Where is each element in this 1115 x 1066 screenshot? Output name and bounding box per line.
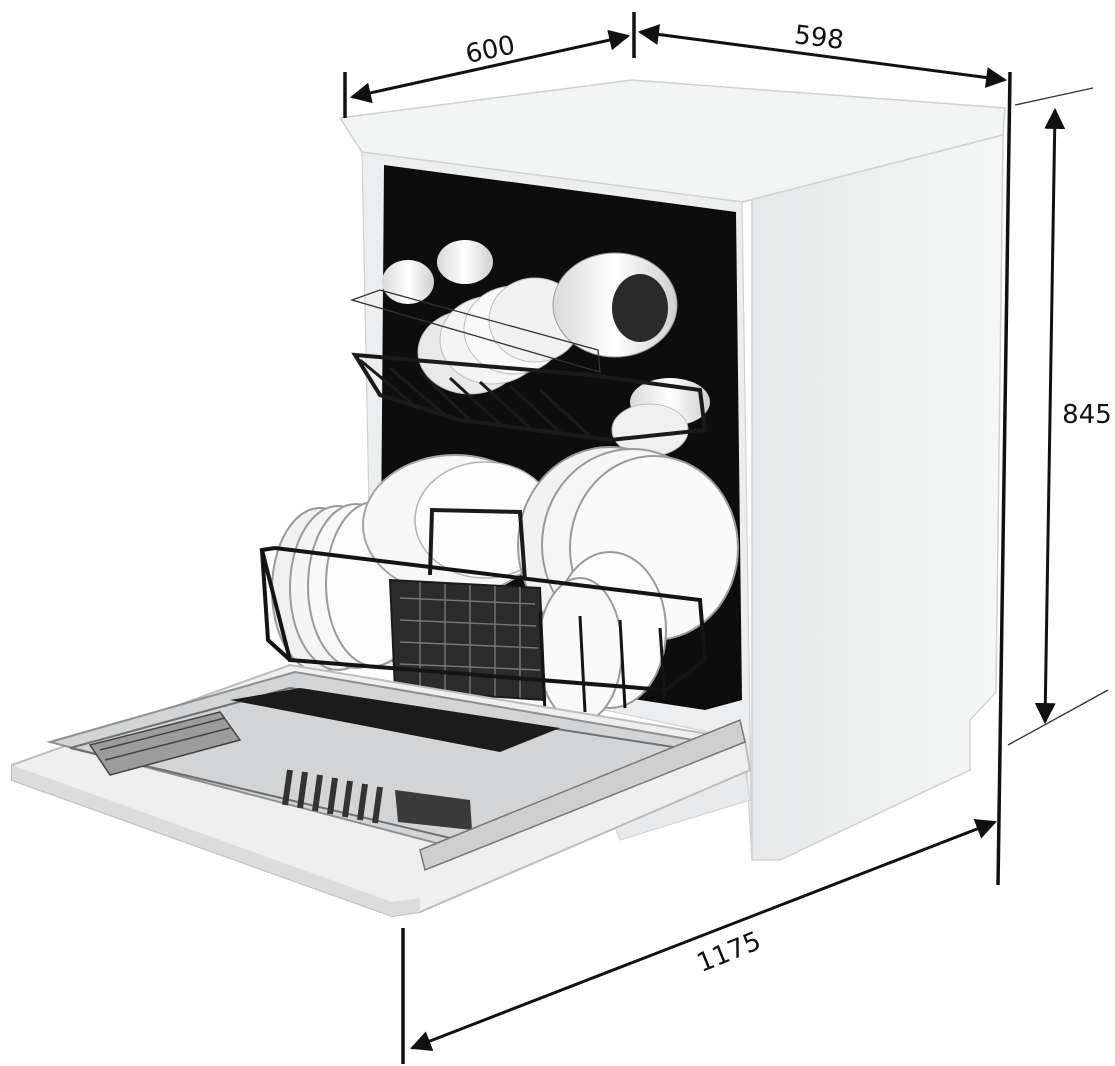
open-door xyxy=(11,663,752,918)
dishwasher-illustration xyxy=(11,79,1006,918)
cabinet-side xyxy=(741,134,1004,861)
extension-line-right xyxy=(996,71,1012,886)
dimension-arrow-depth-closed xyxy=(349,29,631,104)
door-cutlery-tray xyxy=(88,711,242,776)
dimension-label-width: 598 xyxy=(793,20,846,56)
plate-stack-right xyxy=(517,446,739,723)
upper-rack xyxy=(349,240,710,457)
cup xyxy=(437,240,493,284)
lower-rack xyxy=(259,446,739,723)
dimension-lines: 600 598 845 1175 xyxy=(343,12,1112,1064)
dimension-label-height: 845 xyxy=(1062,400,1112,430)
height-ref-top xyxy=(1014,87,1094,106)
dimension-arrow-height xyxy=(1034,107,1066,725)
cup xyxy=(382,260,434,304)
height-ref-bottom xyxy=(1007,689,1109,746)
dimension-arrow-depth-open xyxy=(410,819,997,1051)
dimension-label-depth-closed: 600 xyxy=(463,30,518,70)
dimension-arrow-width xyxy=(637,24,1008,88)
